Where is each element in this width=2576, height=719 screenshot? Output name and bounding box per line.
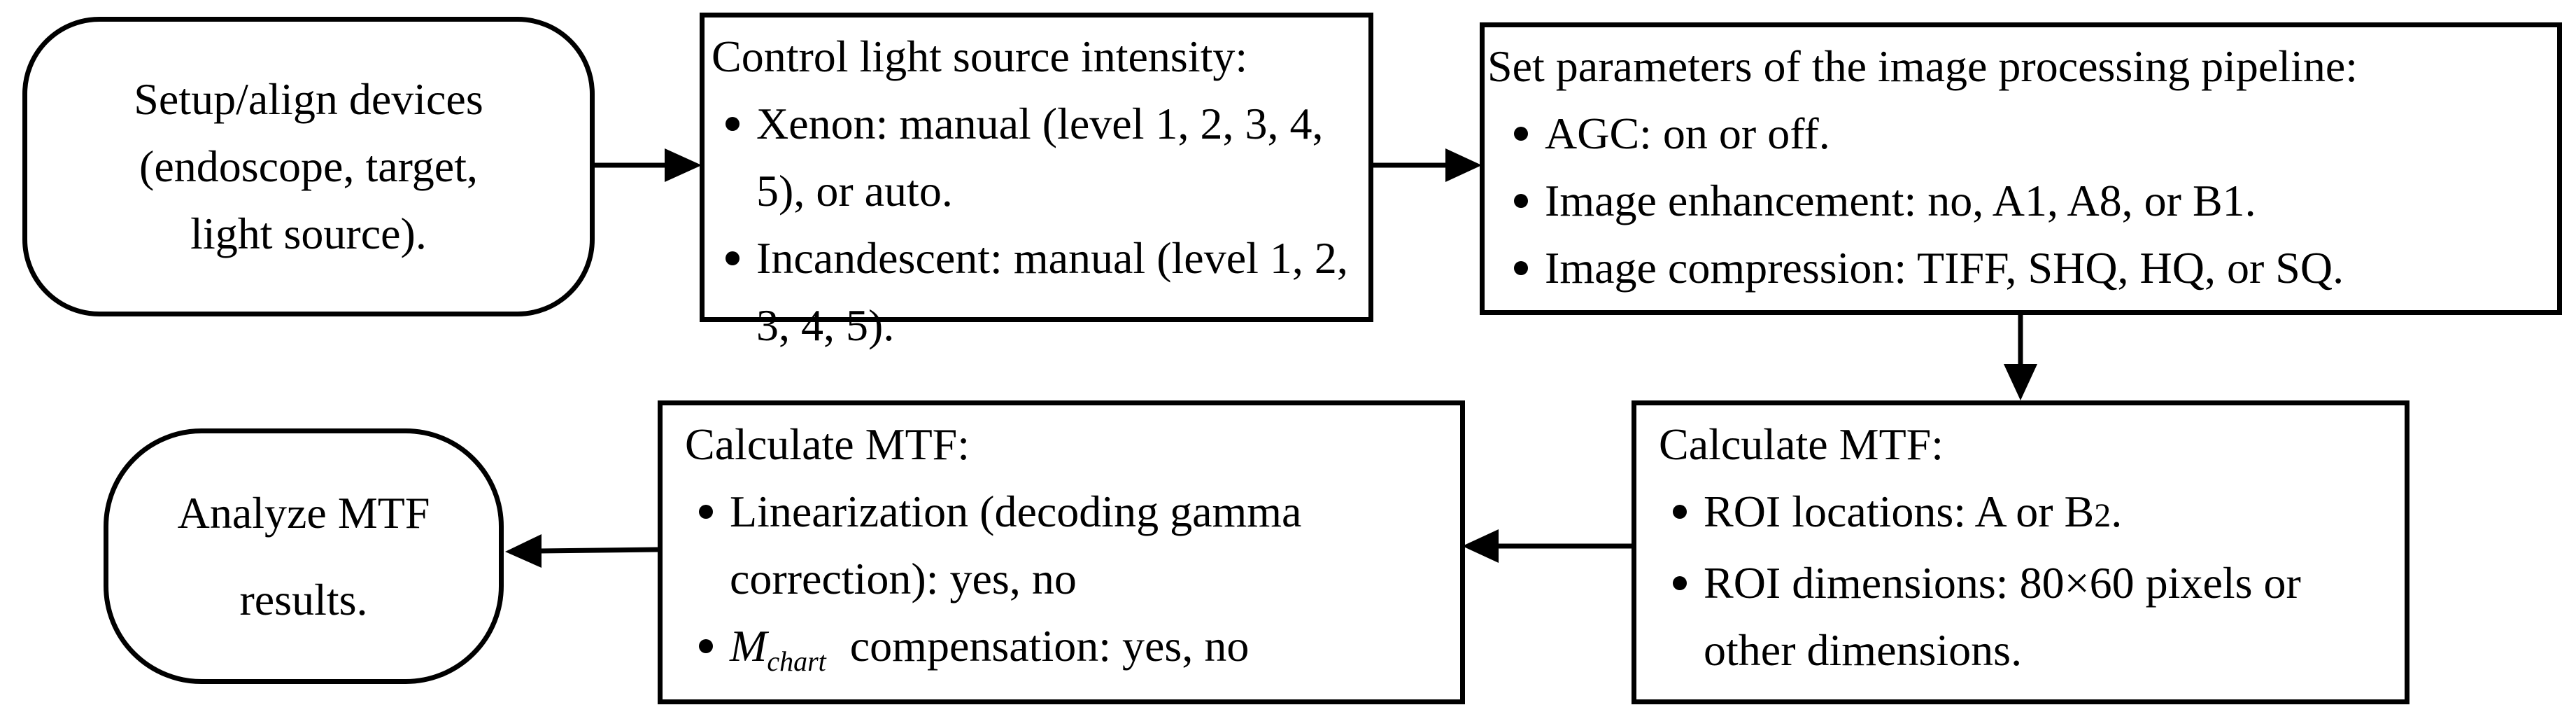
bullet-icon — [699, 505, 713, 519]
light-source-title: Control light source intensity: — [712, 32, 1248, 81]
list-item-text: Xenon: manual (level 1, 2, 3, 4, 5), or … — [756, 99, 1324, 216]
analyze-text: Analyze MTF results. — [178, 470, 430, 643]
light-source-node: Control light source intensity: Xenon: m… — [700, 13, 1373, 350]
m-chart-symbol: Mchart — [730, 621, 826, 677]
list-item-suffix: . — [2111, 487, 2123, 536]
list-item: ROI dimensions: 80×60 pixels or other di… — [1659, 550, 2388, 684]
setup-text: Setup/align devices (endoscope, target, … — [134, 66, 483, 267]
setup-line: light source). — [190, 209, 427, 258]
list-item: Image enhancement: no, A1, A8, or B1. — [1500, 167, 2540, 235]
setup-node: Setup/align devices (endoscope, target, … — [22, 17, 595, 316]
mtf-linearization-title: Calculate MTF: — [685, 419, 970, 469]
bullet-icon — [726, 251, 739, 265]
list-item-text: Image enhancement: no, A1, A8, or B1. — [1545, 176, 2256, 225]
list-item-text: ROI dimensions: 80×60 pixels or other di… — [1704, 558, 2301, 675]
list-item-text: Image compression: TIFF, SHQ, HQ, or SQ. — [1545, 243, 2344, 293]
arrow-setup-to-light — [595, 148, 702, 182]
math-subscript: chart — [767, 645, 826, 677]
mtf-linearization-node: Calculate MTF: Linearization (decoding g… — [658, 400, 1465, 704]
bullet-icon — [699, 639, 713, 653]
list-item: AGC: on or off. — [1500, 100, 2540, 167]
bullet-icon — [1673, 505, 1687, 519]
list-item-text: ROI locations: A or B — [1704, 487, 2095, 536]
light-source-list: Xenon: manual (level 1, 2, 3, 4, 5), or … — [712, 90, 1361, 359]
list-item: Xenon: manual (level 1, 2, 3, 4, 5), or … — [712, 90, 1361, 225]
arrow-pipeline-to-mtf-roi — [2004, 315, 2037, 400]
list-item-text: Incandescent: manual (level 1, 2, 3, 4, … — [756, 233, 1348, 350]
list-item: Mchart compensation: yes, no — [685, 613, 1443, 695]
arrow-mtf-roi-to-mtf-lin — [1462, 529, 1635, 563]
analyze-line: Analyze MTF — [177, 487, 430, 538]
list-item: Linearization (decoding gamma correction… — [685, 478, 1443, 613]
analyze-node: Analyze MTF results. — [104, 428, 504, 684]
mtf-roi-list: ROI locations: A or B2. ROI dimensions: … — [1659, 478, 2388, 684]
setup-line: Setup/align devices — [134, 74, 483, 124]
roi-subscript: 2 — [2094, 497, 2111, 534]
pipeline-node: Set parameters of the image processing p… — [1480, 22, 2562, 315]
mtf-linearization-list: Linearization (decoding gamma correction… — [685, 478, 1443, 695]
mtf-roi-node: Calculate MTF: ROI locations: A or B2. R… — [1632, 400, 2409, 704]
arrow-mtf-lin-to-analyze — [505, 534, 658, 568]
list-item-text: AGC: on or off. — [1545, 109, 1830, 158]
list-item: ROI locations: A or B2. — [1659, 478, 2388, 550]
setup-line: (endoscope, target, — [139, 141, 478, 191]
list-item-text: compensation: yes, no — [849, 621, 1250, 671]
analyze-line: results. — [239, 574, 368, 624]
mtf-roi-title: Calculate MTF: — [1659, 419, 1944, 469]
bullet-icon — [1514, 261, 1528, 275]
bullet-icon — [1514, 127, 1528, 141]
list-item-text: Linearization (decoding gamma correction… — [730, 487, 1302, 603]
pipeline-title: Set parameters of the image processing p… — [1487, 41, 2358, 91]
bullet-icon — [1514, 194, 1528, 208]
list-item: Image compression: TIFF, SHQ, HQ, or SQ. — [1500, 235, 2540, 302]
bullet-icon — [726, 117, 739, 131]
arrow-light-to-pipeline — [1373, 148, 1482, 182]
pipeline-list: AGC: on or off. Image enhancement: no, A… — [1500, 100, 2540, 302]
bullet-icon — [1673, 576, 1687, 590]
math-base: M — [730, 621, 767, 671]
list-item: Incandescent: manual (level 1, 2, 3, 4, … — [712, 225, 1361, 359]
